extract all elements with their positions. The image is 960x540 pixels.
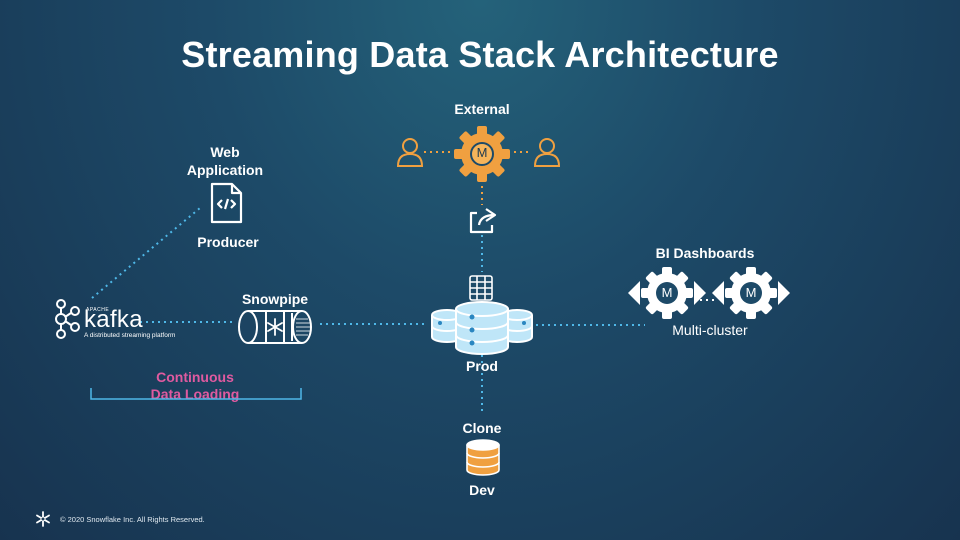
bi-dashboards-label: BI Dashboards (655, 245, 755, 261)
warehouse-letter: M (476, 145, 488, 160)
prod-label: Prod (466, 358, 498, 374)
gear-arrows-icon (628, 267, 706, 319)
share-icon (469, 208, 497, 234)
continuous-loading-bracket (90, 388, 302, 400)
user-icon (533, 138, 561, 167)
user-icon (396, 138, 424, 167)
kafka-wordmark: kafka (84, 306, 143, 333)
page-title: Streaming Data Stack Architecture (181, 34, 779, 75)
snowpipe-icon (238, 310, 312, 344)
bi-warehouse-2: M (712, 264, 790, 322)
web-application-label: Web Application (170, 143, 280, 179)
external-label: External (454, 101, 510, 117)
connector-kafka-webapp (91, 207, 201, 299)
external-warehouse-gear: M (452, 124, 512, 184)
kafka-tagline: A distributed streaming platform (84, 332, 176, 339)
clone-label: Clone (462, 420, 502, 436)
copyright-footer: © 2020 Snowflake Inc. All Rights Reserve… (60, 515, 205, 524)
prod-database-icon (431, 301, 533, 355)
warehouse-letter: M (745, 285, 757, 300)
warehouse-letter: M (661, 285, 673, 300)
snowpipe-label: Snowpipe (241, 291, 309, 307)
table-icon (469, 275, 493, 301)
dev-label: Dev (469, 482, 495, 498)
code-file-icon (210, 182, 243, 224)
kafka-apache-text: APACHE (86, 307, 110, 313)
web-application-line2: Application (186, 162, 264, 178)
gear-arrows-icon (712, 267, 790, 319)
gear-icon (454, 126, 510, 182)
snowflake-logo-icon (36, 511, 50, 527)
continuous-loading-label: Continuous Data Loading (120, 369, 270, 403)
continuous-loading-line2: Data Loading (150, 386, 240, 402)
multi-cluster-label: Multi-cluster (672, 322, 748, 338)
web-application-line1: Web (210, 144, 240, 160)
continuous-loading-line1: Continuous (156, 369, 234, 385)
dev-database-icon (466, 439, 500, 476)
kafka-logo-icon (55, 299, 80, 339)
producer-label: Producer (197, 234, 259, 250)
bi-warehouse-1: M (628, 264, 706, 322)
